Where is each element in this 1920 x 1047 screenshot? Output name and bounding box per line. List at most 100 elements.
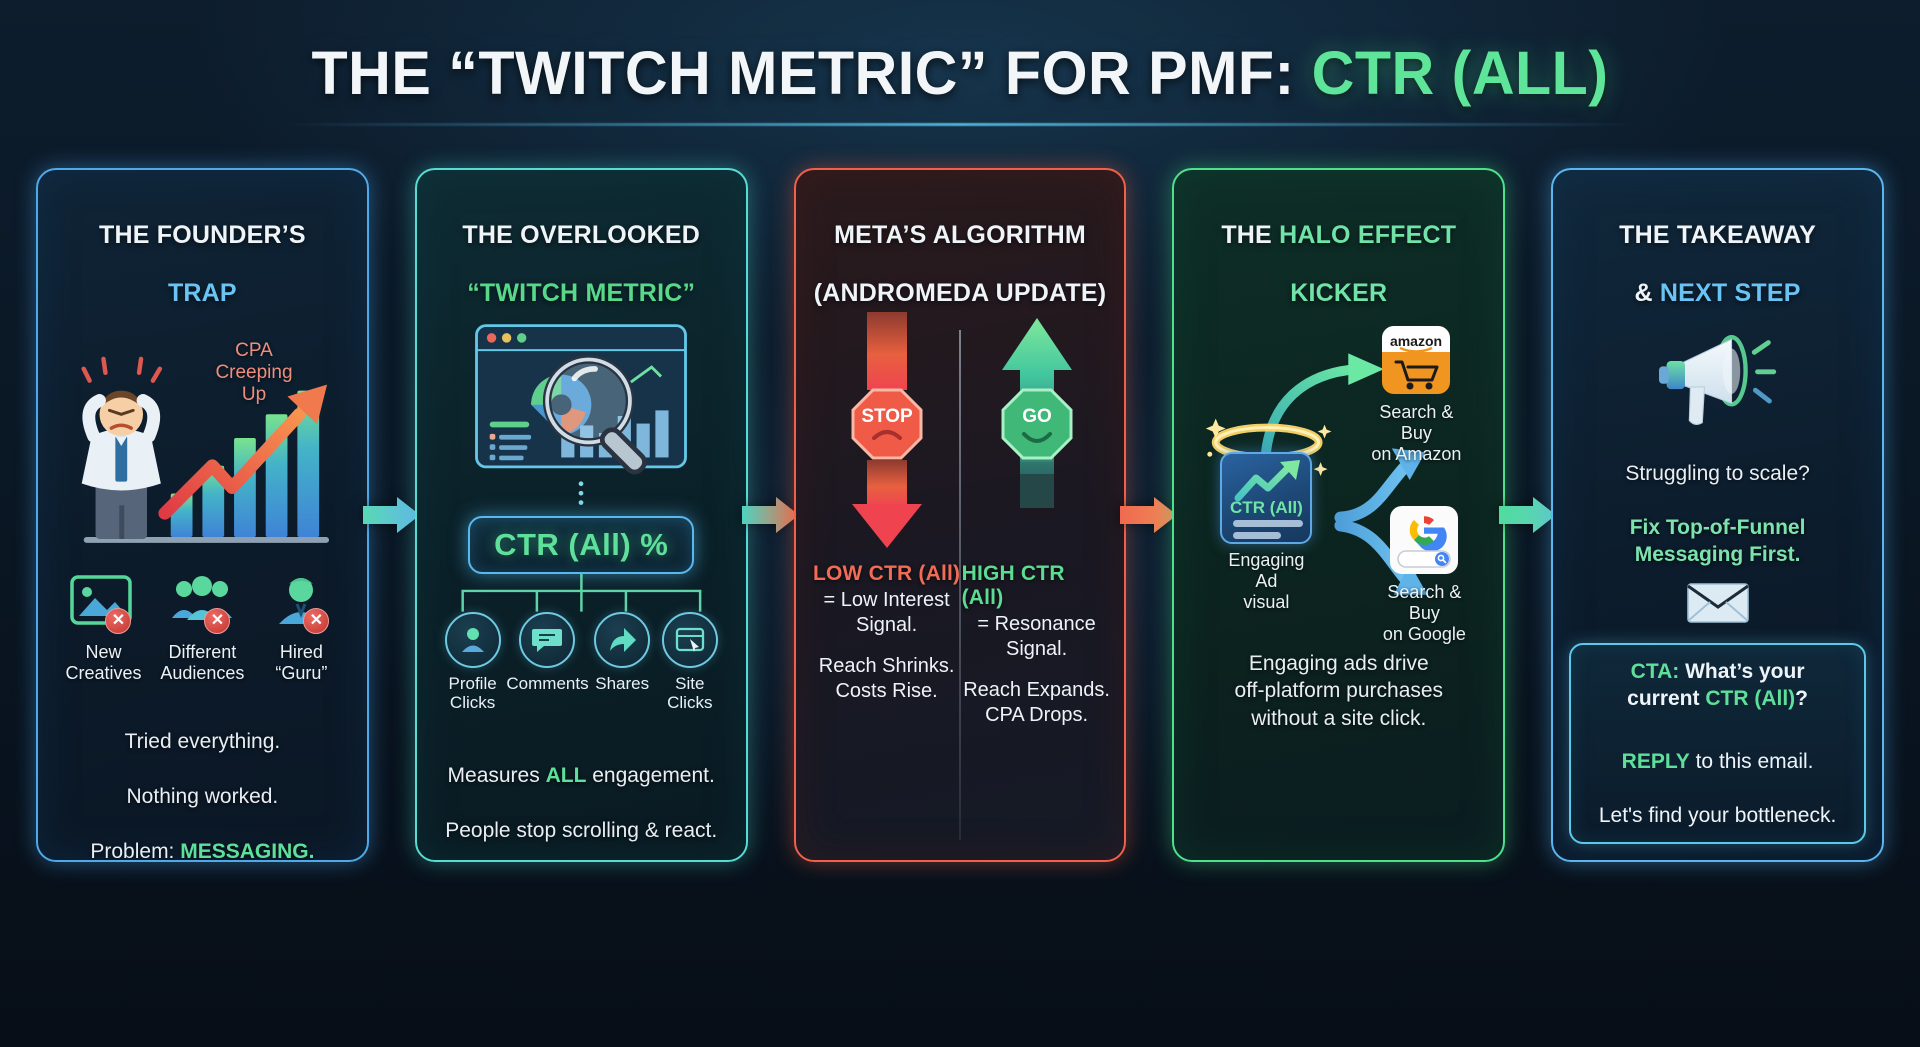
icon-label: New Creatives [65,642,142,683]
uptrend-arrow-icon [1234,460,1301,502]
panel-3-heading-line1: META’S ALGORITHM [834,221,1086,249]
amazon-caption: Search & Buy on Amazon [1371,402,1462,464]
high-ctr-note: Reach Expands. CPA Drops. [963,679,1110,726]
share-arrow-icon [610,628,637,653]
stop-sign-label: STOP [861,406,913,427]
panel-5-summary: Struggling to scale? Fix Top-of-Funnel M… [1625,432,1809,568]
panel-1-heading-line2: TRAP [167,279,237,307]
stop-go-comparison: STOP LOW CTR (All) = Low Interest Signal… [812,312,1112,844]
panel-4-heading-a: THE [1221,221,1280,249]
subitem-label: Site Clicks [667,674,713,713]
title-main: THE “TWITCH METRIC” FOR PMF: [311,39,1312,107]
browser-cursor-icon [675,627,704,653]
high-ctr-head: HIGH CTR (All) [961,562,1065,609]
panel-1-summary-accent: MESSAGING. [180,839,315,862]
google-store-tile: Search & Buy on Google [1376,504,1472,645]
low-ctr-head: LOW CTR (All) [812,562,961,585]
panel-row: THE FOUNDER’S TRAP [0,168,1920,862]
rising-cpa-chart [81,356,330,543]
subitem-label: Shares [595,674,650,694]
megaphone-icon [1658,334,1776,425]
amazon-icon: amazon [1382,326,1451,394]
panel-5-heading-line1: THE TAKEAWAY [1619,221,1817,249]
panel-founders-trap: THE FOUNDER’S TRAP [36,168,369,862]
panel-4-heading-accent: HALO EFFECT [1279,221,1457,249]
reply-label: REPLY [1621,750,1690,774]
arrow-panel4-to-panel5-icon [1499,497,1557,533]
low-ctr-sub: = Low Interest Signal. [823,589,950,636]
cta-box[interactable]: CTA: What’s your current CTR (All)? REPL… [1569,642,1866,844]
connector-2 [741,168,799,862]
founder-stress-illustration: CPA Creeping Up [54,318,351,568]
panel-2-summary-a: Measures [447,764,546,788]
connector-1 [362,168,420,862]
panel-2-summary-line2: People stop scrolling & react. [445,818,718,842]
panel-5-heading: THE TAKEAWAY & NEXT STEP [1619,192,1816,308]
panel-4-heading-line2: KICKER [1290,279,1388,307]
title-accent: CTR (ALL) [1311,39,1609,107]
stop-sign-down-arrow: STOP [851,312,923,548]
panel-5-summary-line1: Struggling to scale? [1625,461,1810,485]
panel-halo-effect-kicker: THE HALO EFFECT KICKER [1172,168,1506,862]
comment-bubble-icon [532,629,563,653]
panel-1-summary-line3-prefix: Problem: [90,839,181,862]
reply-line2: Let's find your bottleneck. [1598,804,1837,828]
google-caption: Search & Buy on Google [1382,582,1466,644]
cpa-creeping-up-label: CPA Creeping Up [215,340,293,405]
amazon-wordmark: amazon [1390,333,1442,349]
engagement-subitems: Profile Clicks Comments Shares Site Clic… [433,612,730,713]
ctr-all-chip: CTR (All) % [468,516,695,575]
panel-3-heading: META’S ALGORITHM (ANDROMEDA UPDATE) [814,192,1106,308]
panel-overlooked-twitch-metric: THE OVERLOOKED “TWITCH METRIC” [414,168,748,862]
subitem-label: Comments [506,674,589,694]
dashboard-magnifier-illustration [475,324,688,475]
panel-5-heading-a: & [1634,279,1660,307]
panel-1-summary-line1: Tried everything. [124,730,281,754]
high-ctr-sub: = Resonance Signal. [977,613,1096,660]
panel-2-heading-line1: THE OVERLOOKED [462,221,700,249]
subitem-shares: Shares [588,612,656,713]
connector-4 [1499,168,1557,862]
panel-1-heading-line1: THE FOUNDER’S [99,221,306,249]
branch-connector-lines [461,574,702,613]
panel-1-summary-line2: Nothing worked. [126,784,279,808]
cta-text-a: What’s your [1679,659,1805,683]
panel-takeaway-next-step: THE TAKEAWAY & NEXT STEP [1551,168,1884,862]
arrow-panel1-to-panel2-icon [362,497,420,533]
subitem-profile-clicks: Profile Clicks [439,612,507,713]
page-title: THE “TWITCH METRIC” FOR PMF: CTR (ALL) [0,38,1920,108]
arrow-panel3-to-panel4-icon [1120,497,1178,533]
icon-cell-hired-guru: ✕ Hired “Guru” [252,574,351,683]
panel-5-summary-accent: Fix Top-of-Funnel Messaging First. [1629,516,1806,567]
panel-2-heading: THE OVERLOOKED “TWITCH METRIC” [462,192,700,308]
panel-1-summary: Tried everything. Nothing worked. Proble… [90,701,315,862]
panel-metas-algorithm: META’S ALGORITHM (ANDROMEDA UPDATE) STOP [793,168,1127,862]
ad-caption: Engaging Ad visual [1228,550,1305,612]
engaging-ad-tile: CTR (All) Engaging Ad visual [1220,452,1316,613]
halo-effect-illustration: amazon Search & Buy on Amazon [1190,314,1487,644]
panel-3-heading-line2: (ANDROMEDA UPDATE) [813,279,1107,307]
subitem-label: Profile Clicks [448,674,497,713]
panel-2-summary: Measures ALL engagement. People stop scr… [445,735,717,844]
cta-reply: REPLY to this email. Let's find your bot… [1581,723,1854,831]
title-divider [280,123,1640,126]
ad-card-ctr-label: CTR (All) [1230,498,1303,517]
icon-cell-different-audiences: ✕ Different Audiences [153,574,252,683]
failed-attempts-row: ✕ New Creatives ✕ Different Audiences [54,574,351,683]
subitem-comments: Comments [506,612,589,713]
go-sign-up-arrow: GO [1001,318,1073,508]
cta-metric: CTR (All) [1705,686,1796,710]
icon-label: Different Audiences [160,642,245,683]
cta-question: CTA: What’s your current CTR (All)? [1581,659,1854,713]
ad-card: CTR (All) [1220,452,1313,544]
icon-label: Hired “Guru” [275,642,328,683]
high-ctr-column: GO HIGH CTR (All) = Resonance Signal. Re… [962,312,1112,844]
dotted-connector-icon [578,481,584,505]
google-icon [1390,506,1459,574]
cta-label: CTA: [1630,659,1680,683]
x-badge: ✕ [303,608,330,634]
go-sign-label: GO [1022,406,1052,427]
panel-2-summary-b: engagement. [586,764,715,788]
panel-2-heading-line2: “TWITCH METRIC” [467,279,696,307]
